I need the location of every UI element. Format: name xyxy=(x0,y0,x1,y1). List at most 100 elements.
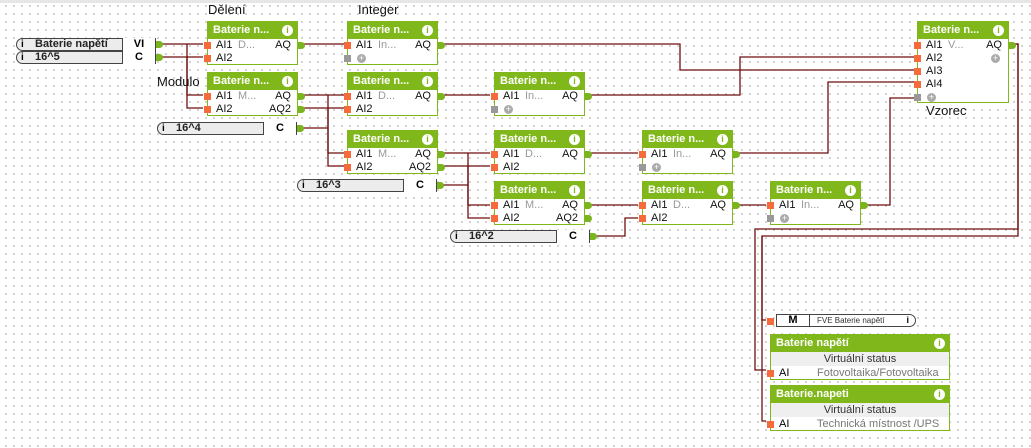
output-pin[interactable] xyxy=(585,93,592,100)
input-pin[interactable] xyxy=(639,202,646,209)
block-title: Baterie.napeti xyxy=(776,388,849,400)
info-icon[interactable]: i xyxy=(21,52,24,63)
output-pin[interactable] xyxy=(861,202,868,209)
add-input-icon[interactable]: + xyxy=(652,162,661,172)
output-pin[interactable] xyxy=(298,106,305,113)
add-input-pin[interactable] xyxy=(639,164,646,171)
memory-output[interactable]: M FVE Baterie napětí i xyxy=(767,314,916,327)
input-pin[interactable] xyxy=(204,106,211,113)
info-icon[interactable]: i xyxy=(569,185,580,196)
add-input-pin[interactable] xyxy=(344,55,351,62)
input-pin[interactable] xyxy=(914,42,921,49)
info-icon[interactable]: i xyxy=(422,25,433,36)
add-output-icon[interactable]: + xyxy=(991,53,1000,63)
input-pin[interactable] xyxy=(767,318,774,325)
info-icon[interactable]: i xyxy=(934,338,945,349)
info-icon[interactable]: i xyxy=(162,123,165,134)
add-input-pin[interactable] xyxy=(491,106,498,113)
add-input-icon[interactable]: + xyxy=(357,53,366,63)
input-pin[interactable] xyxy=(914,68,921,75)
info-icon[interactable]: i xyxy=(302,180,305,191)
input-pin[interactable] xyxy=(204,42,211,49)
info-icon[interactable]: i xyxy=(21,39,24,50)
output-pin[interactable] xyxy=(585,215,592,222)
add-input-icon[interactable]: + xyxy=(927,92,936,102)
constant-baterie-napeti[interactable]: i Baterie napětí VI xyxy=(16,38,163,51)
add-input-pin[interactable] xyxy=(767,215,774,222)
output-pin[interactable] xyxy=(438,93,445,100)
output-pin[interactable] xyxy=(1009,42,1016,49)
input-pin[interactable] xyxy=(767,370,774,377)
info-icon[interactable]: i xyxy=(455,231,458,242)
output-pin[interactable] xyxy=(298,42,305,49)
add-input-icon[interactable]: + xyxy=(780,213,789,223)
info-icon[interactable]: i xyxy=(717,134,728,145)
port-aq: AQ xyxy=(562,199,578,211)
info-icon[interactable]: i xyxy=(569,134,580,145)
info-icon[interactable]: i xyxy=(569,76,580,87)
info-icon[interactable]: i xyxy=(993,25,1004,36)
constant-16-4[interactable]: i 16^4 C xyxy=(157,122,304,135)
output-pin[interactable] xyxy=(438,151,445,158)
info-icon[interactable]: i xyxy=(845,185,856,196)
input-pin[interactable] xyxy=(491,93,498,100)
input-pin[interactable] xyxy=(204,93,211,100)
output-pin[interactable] xyxy=(590,233,597,240)
output-pin[interactable] xyxy=(156,54,163,61)
info-icon[interactable]: i xyxy=(282,25,293,36)
input-pin[interactable] xyxy=(344,93,351,100)
input-pin[interactable] xyxy=(204,55,211,62)
info-icon[interactable]: i xyxy=(422,76,433,87)
info-icon[interactable]: i xyxy=(717,185,728,196)
input-pin[interactable] xyxy=(344,106,351,113)
output-pin[interactable] xyxy=(438,164,445,171)
input-pin[interactable] xyxy=(491,151,498,158)
info-icon[interactable]: i xyxy=(422,134,433,145)
block-title: Baterie n... xyxy=(500,75,557,87)
constant-16-3[interactable]: i 16^3 C xyxy=(297,179,444,192)
port-ai2: AI2 xyxy=(216,52,233,64)
info-icon[interactable]: i xyxy=(934,389,945,400)
input-pin[interactable] xyxy=(767,421,774,428)
input-pin[interactable] xyxy=(344,151,351,158)
output-pin[interactable] xyxy=(156,41,163,48)
output-pin[interactable] xyxy=(733,202,740,209)
output-pin[interactable] xyxy=(437,182,444,189)
input-pin[interactable] xyxy=(639,151,646,158)
constant-16-2[interactable]: i 16^2 C xyxy=(450,230,597,243)
input-pin[interactable] xyxy=(344,42,351,49)
info-icon[interactable]: i xyxy=(906,315,909,325)
output-pin[interactable] xyxy=(733,151,740,158)
constant-16-5[interactable]: i 16^5 C xyxy=(16,51,163,64)
output-pin[interactable] xyxy=(298,93,305,100)
input-pin[interactable] xyxy=(491,164,498,171)
input-pin[interactable] xyxy=(767,202,774,209)
output-pin[interactable] xyxy=(585,151,592,158)
output-pin[interactable] xyxy=(297,125,304,132)
input-pin[interactable] xyxy=(344,164,351,171)
add-input-icon[interactable]: + xyxy=(504,104,513,114)
input-pin[interactable] xyxy=(639,215,646,222)
input-pin[interactable] xyxy=(914,81,921,88)
input-pin[interactable] xyxy=(491,202,498,209)
output-pin[interactable] xyxy=(438,42,445,49)
input-pin[interactable] xyxy=(914,55,921,62)
input-pin[interactable] xyxy=(491,215,498,222)
add-input-pin[interactable] xyxy=(914,94,921,101)
info-icon[interactable]: i xyxy=(282,76,293,87)
output-pin[interactable] xyxy=(585,202,592,209)
